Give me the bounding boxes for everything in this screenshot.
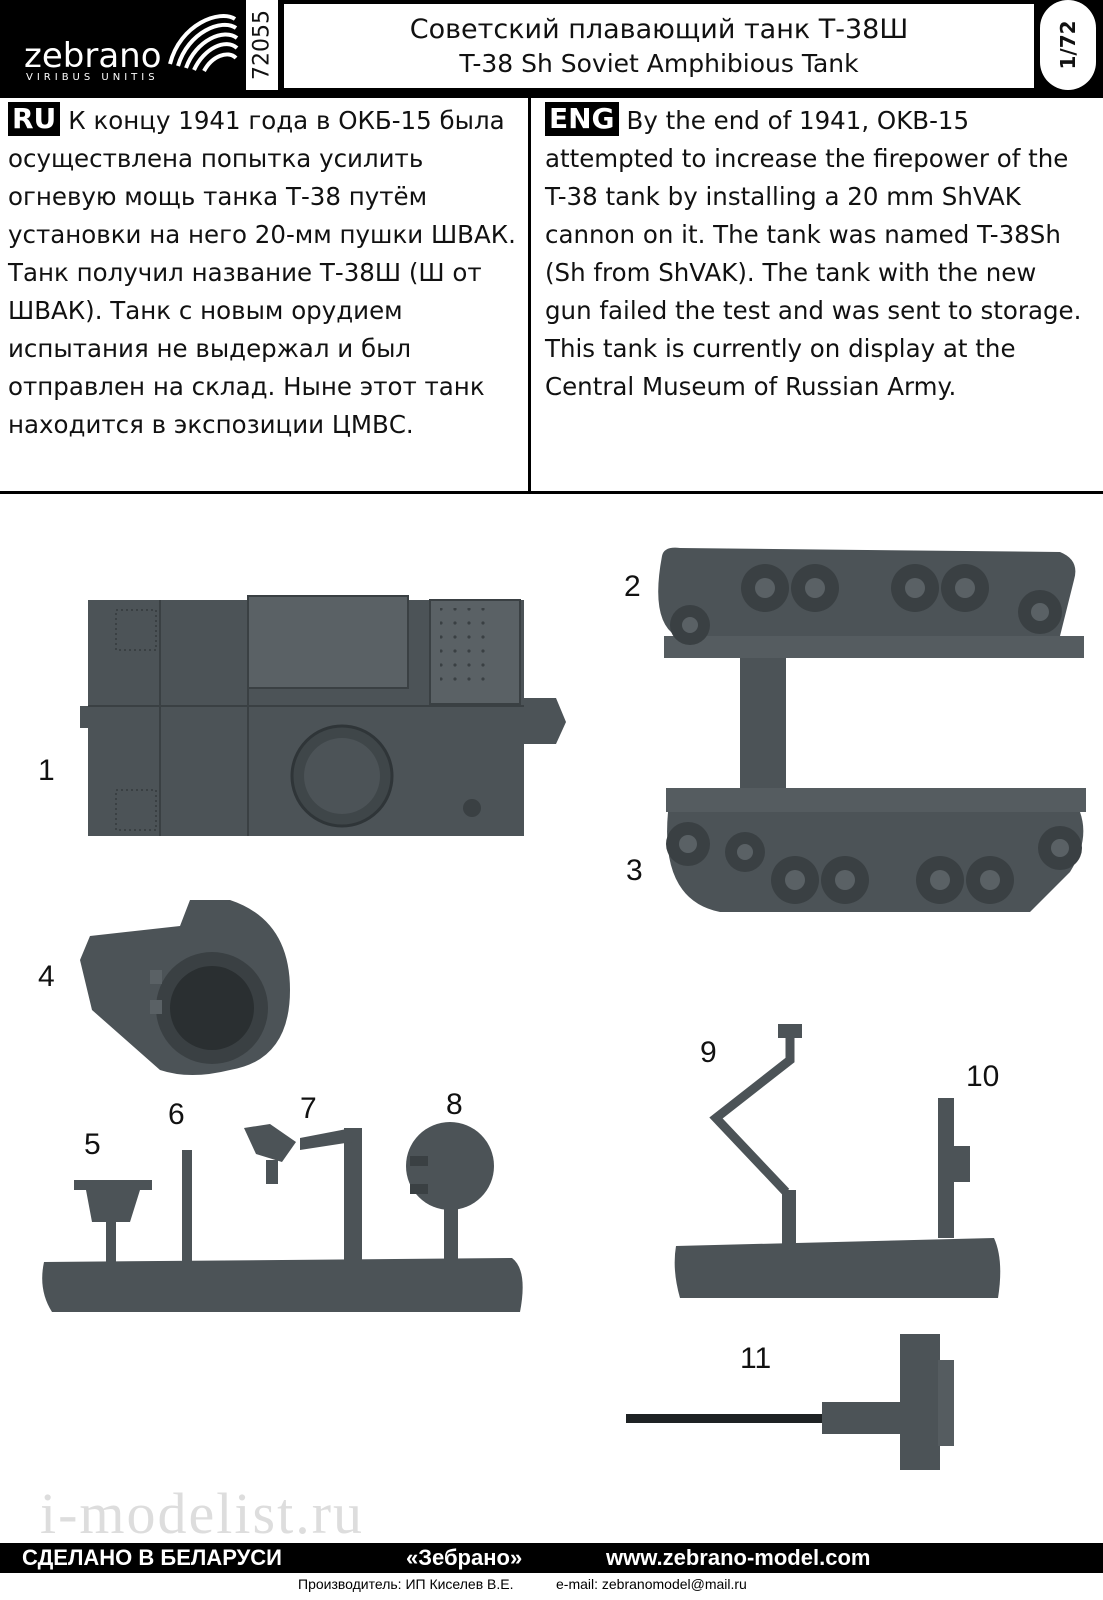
header-bar: zebrano VIRIBUS UNITIS 72055 Советский п… <box>0 0 1103 98</box>
part-number-5: 5 <box>84 1128 101 1161</box>
part-number-10: 10 <box>966 1060 1000 1093</box>
part-2-track-upper <box>658 547 1084 808</box>
column-divider <box>528 98 531 494</box>
sprue-b-parts-9-10 <box>674 1024 1001 1298</box>
brand-name: «Зебрано» <box>406 1545 523 1570</box>
logo-motto: VIRIBUS UNITIS <box>26 72 159 83</box>
watermark: i-modelist.ru <box>40 1481 365 1546</box>
english-text: By the end of 1941, OKB-15 attempted to … <box>545 106 1082 401</box>
logo-wordmark: zebrano <box>24 36 162 76</box>
part-number-6: 6 <box>168 1098 185 1131</box>
section-divider <box>0 491 1103 494</box>
part-number-4: 4 <box>38 960 55 993</box>
part-number-1: 1 <box>38 754 55 787</box>
title-english: T-38 Sh Soviet Amphibious Tank <box>459 49 859 78</box>
lang-tag-ru: RU <box>8 102 61 136</box>
kit-code-box: 72055 <box>246 0 278 90</box>
footer-bar: СДЕЛАНО В БЕЛАРУСИ «Зебрано» www.zebrano… <box>0 1543 1103 1573</box>
part-number-9: 9 <box>700 1036 717 1069</box>
part-3-track-lower <box>666 788 1086 912</box>
part-number-2: 2 <box>624 570 641 603</box>
title-box: Советский плавающий танк Т-38Ш T-38 Sh S… <box>284 4 1034 88</box>
part-11-gun <box>626 1334 954 1470</box>
lang-tag-en: ENG <box>545 102 619 136</box>
scale-badge: 1/72 <box>1040 0 1096 90</box>
producer-label: Производитель: ИП Киселев В.Е. <box>298 1576 514 1592</box>
made-in-label: СДЕЛАНО В БЕЛАРУСИ <box>22 1545 282 1570</box>
website-link[interactable]: www.zebrano-model.com <box>606 1545 871 1570</box>
russian-text: К концу 1941 года в ОКБ-15 была осуществ… <box>8 106 516 439</box>
part-number-11: 11 <box>740 1342 772 1375</box>
email-link[interactable]: e-mail: zebranomodel@mail.ru <box>556 1576 747 1592</box>
part-number-7: 7 <box>300 1092 317 1125</box>
part-number-3: 3 <box>626 854 643 887</box>
sprue-a-parts-5-8 <box>42 1122 523 1312</box>
zebra-swirl-icon <box>168 14 239 73</box>
brand-logo: zebrano VIRIBUS UNITIS <box>10 0 240 90</box>
part-1-hull-top <box>80 595 566 836</box>
part-number-8: 8 <box>446 1088 463 1121</box>
title-russian: Советский плавающий танк Т-38Ш <box>409 14 909 45</box>
part-4-turret <box>80 900 290 1075</box>
